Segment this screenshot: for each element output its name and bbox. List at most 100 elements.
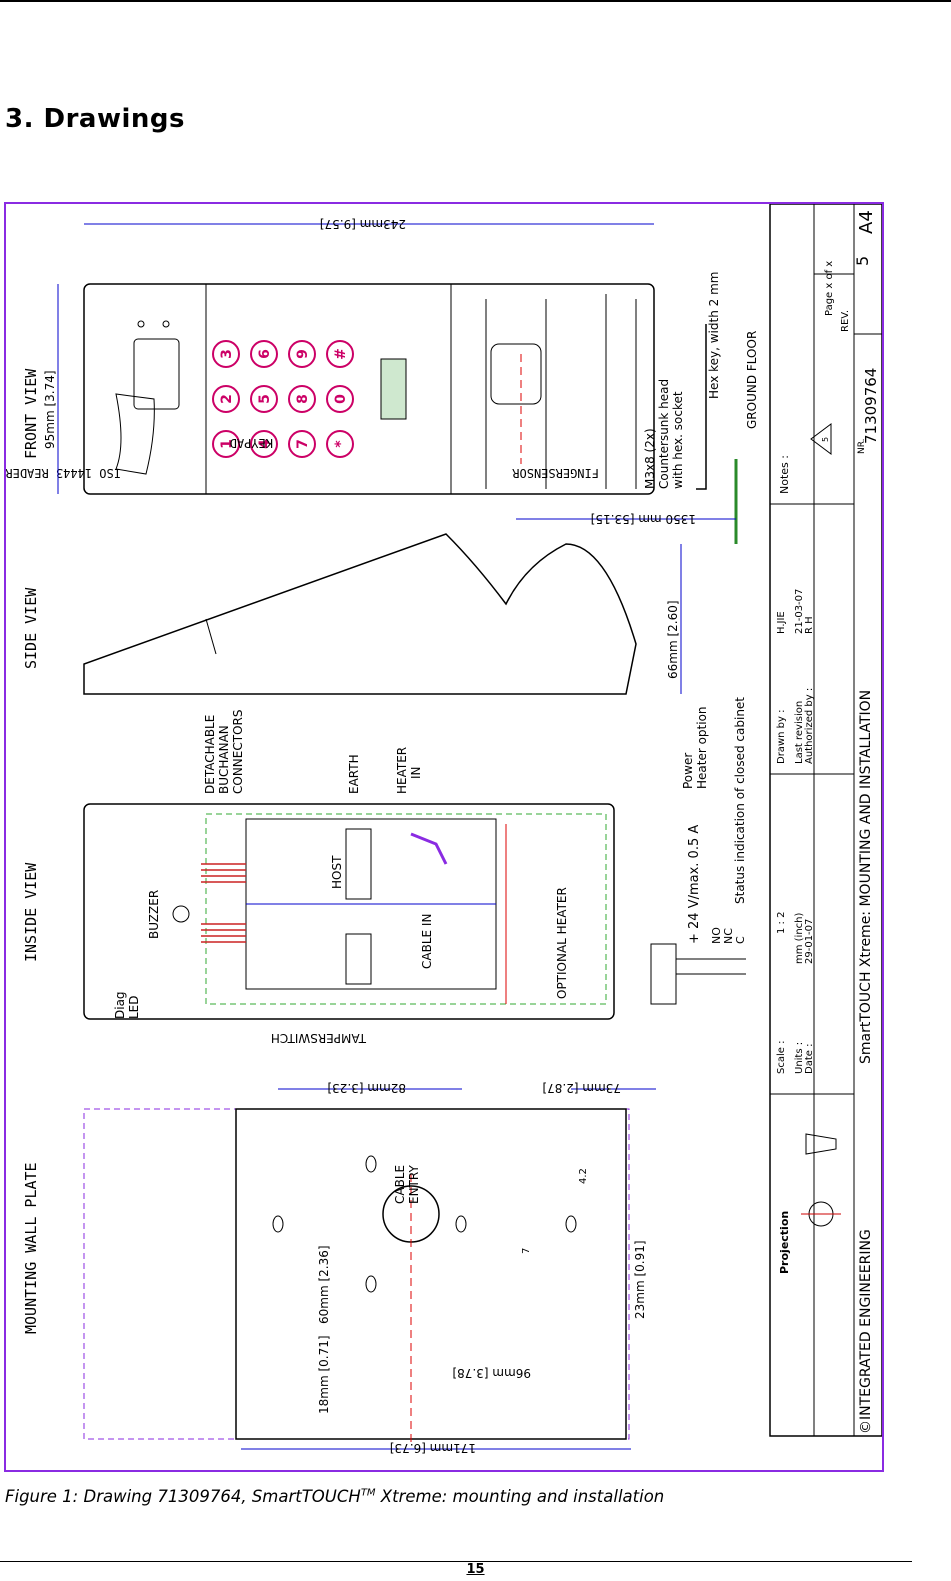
keypad-key [250,430,278,458]
keypad-key-label: 8 [295,394,311,404]
dim-front-length: 243mm [9.57] [320,217,406,231]
keypad-key [288,340,316,368]
inside-view: Diag LED BUZZER DETACHABLE BUCHANAN CONN… [83,697,747,1045]
zone-keypad: KEYPAD [230,436,273,450]
heater-option: Heater option [695,706,709,789]
hex-key: Hex key, width 2 mm [707,272,721,399]
screw-note: M3x8 (2x) [643,428,657,489]
label-connectors-1: DETACHABLE [203,715,217,794]
dim-60: 60mm [2.36] [317,1245,331,1324]
cable-entry-2: ENTRY [407,1165,421,1204]
keypad-key [326,340,354,368]
keypad-key-label: 6 [257,349,273,359]
keypad-key [288,385,316,413]
keypad-key-label: * [333,440,349,448]
tb-date: 29-01-07 [804,919,815,964]
label-heater-1: HEATER [395,747,409,794]
keypad-key-label: 3 [219,349,235,359]
status-indication: Status indication of closed cabinet [733,697,747,904]
screw-detail-1: Countersunk head [657,379,671,489]
keypad-key [250,385,278,413]
zone-reader: ISO 14443 READER [6,466,121,480]
tb-units: mm (inch) [794,912,805,964]
dim-4-2: 4.2 [578,1168,589,1184]
ground-floor: GROUND FLOOR [745,331,759,429]
tb-authorized: R H [804,616,815,634]
tb-rev: 5 [853,256,872,266]
title-block: Page x of x REV. REV. 5 A4 NR. 71309764 … [769,204,882,1437]
dim-7: 7 [521,1248,532,1254]
tb-title: SmartTOUCH Xtreme: MOUNTING AND INSTALLA… [858,690,874,1064]
label-side-view: SIDE VIEW [22,587,40,669]
label-diag-1: Diag [113,991,127,1019]
tb-nr-label: NR. [857,438,867,454]
keypad-key [212,430,240,458]
keypad-key [326,385,354,413]
label-connectors-2: BUCHANAN [217,725,231,794]
label-cable-in: CABLE IN [420,914,434,969]
zone-fingersensor-label: FINGERSENSOR [512,466,599,480]
drawing-svg: FRONT VIEW SIDE VIEW INSIDE VIEW MOUNTIN… [6,204,882,1455]
keypad-key [212,340,240,368]
tb-page: Page x of x [824,261,835,316]
tb-date-label-main: Date : [804,1044,815,1074]
keypad-key-label: 2 [219,394,235,404]
dim-82: 82mm [3.23] [327,1081,406,1095]
dim-96: 96mm [3.78] [452,1366,531,1380]
cable-entry-1: CABLE [393,1165,407,1204]
dim-floor-height: 1350 mm [53.15] [591,512,696,526]
tb-notes: Notes : [778,455,791,494]
tb-drawn: H.JIE [776,611,787,634]
tb-units-label: Units : [794,1042,805,1074]
label-inside-view: INSIDE VIEW [22,862,40,962]
caption-prefix: Figure 1: Drawing 71309764, SmartTOUCH [5,1487,361,1506]
keypad-key [326,430,354,458]
top-rule [0,0,951,2]
label-heater-2: IN [409,766,423,779]
tb-nr: 71309764 [862,368,880,444]
label-optional-heater: OPTIONAL HEATER [555,887,569,999]
dim-side-depth: 66mm [2.60] [666,600,680,679]
label-earth: EARTH [347,754,361,794]
screw-detail-2: with hex. socket [671,391,685,489]
label-front-view: FRONT VIEW [22,368,40,459]
dim-73: 73mm [2.87] [542,1081,621,1095]
tb-drawn-label: Drawn by : [776,710,787,764]
label-mounting-plate: MOUNTING WALL PLATE [22,1162,40,1334]
technical-drawing: FRONT VIEW SIDE VIEW INSIDE VIEW MOUNTIN… [4,202,884,1472]
bottom-rule [0,1561,912,1562]
keypad-key [212,385,240,413]
tb-format: A4 [856,210,877,234]
tb-authorized-label-main: Authorized by : [804,688,815,764]
keypad-key-label: 5 [257,394,273,404]
relay-nc: NC [722,928,735,944]
tb-note-mark: 5 [821,437,830,442]
dim-171: 171mm [6.73] [390,1441,476,1455]
power-label: Power [681,753,695,789]
keypad-key-label: # [333,348,349,360]
keypad-key-label: 0 [333,394,349,404]
dim-23: 23mm [0.91] [633,1240,647,1319]
tb-projection: Projection [778,1211,791,1274]
tb-revision-label: Last revision [794,701,805,764]
label-diag-2: LED [127,995,141,1019]
page-number: 15 [466,1562,485,1577]
caption-suffix: Xtreme: mounting and installation [375,1487,665,1506]
relay-no: NO [710,927,723,944]
mounting-wall-plate: CABLE ENTRY 82mm [3.23] 73mm [2.87] 60mm… [83,1081,656,1455]
tb-company: ©INTEGRATED ENGINEERING [858,1229,874,1434]
tb-scale-label: Scale : [776,1041,787,1074]
keypad-key-label: 1 [219,439,235,449]
label-host: HOST [330,855,344,889]
side-view: 66mm [2.60] [83,533,682,695]
tb-revision: 21-03-07 [794,589,805,634]
label-connectors-3: CONNECTORS [231,710,245,794]
dim-18: 18mm [0.71] [317,1335,331,1414]
keypad-key [250,340,278,368]
keypad-key-label: 4 [257,439,273,449]
label-buzzer: BUZZER [147,890,161,939]
dim-front-width: 95mm [3.74] [43,370,57,449]
figure-caption: Figure 1: Drawing 71309764, SmartTOUCHTM… [5,1487,664,1506]
keypad-key-label: 9 [295,349,311,359]
